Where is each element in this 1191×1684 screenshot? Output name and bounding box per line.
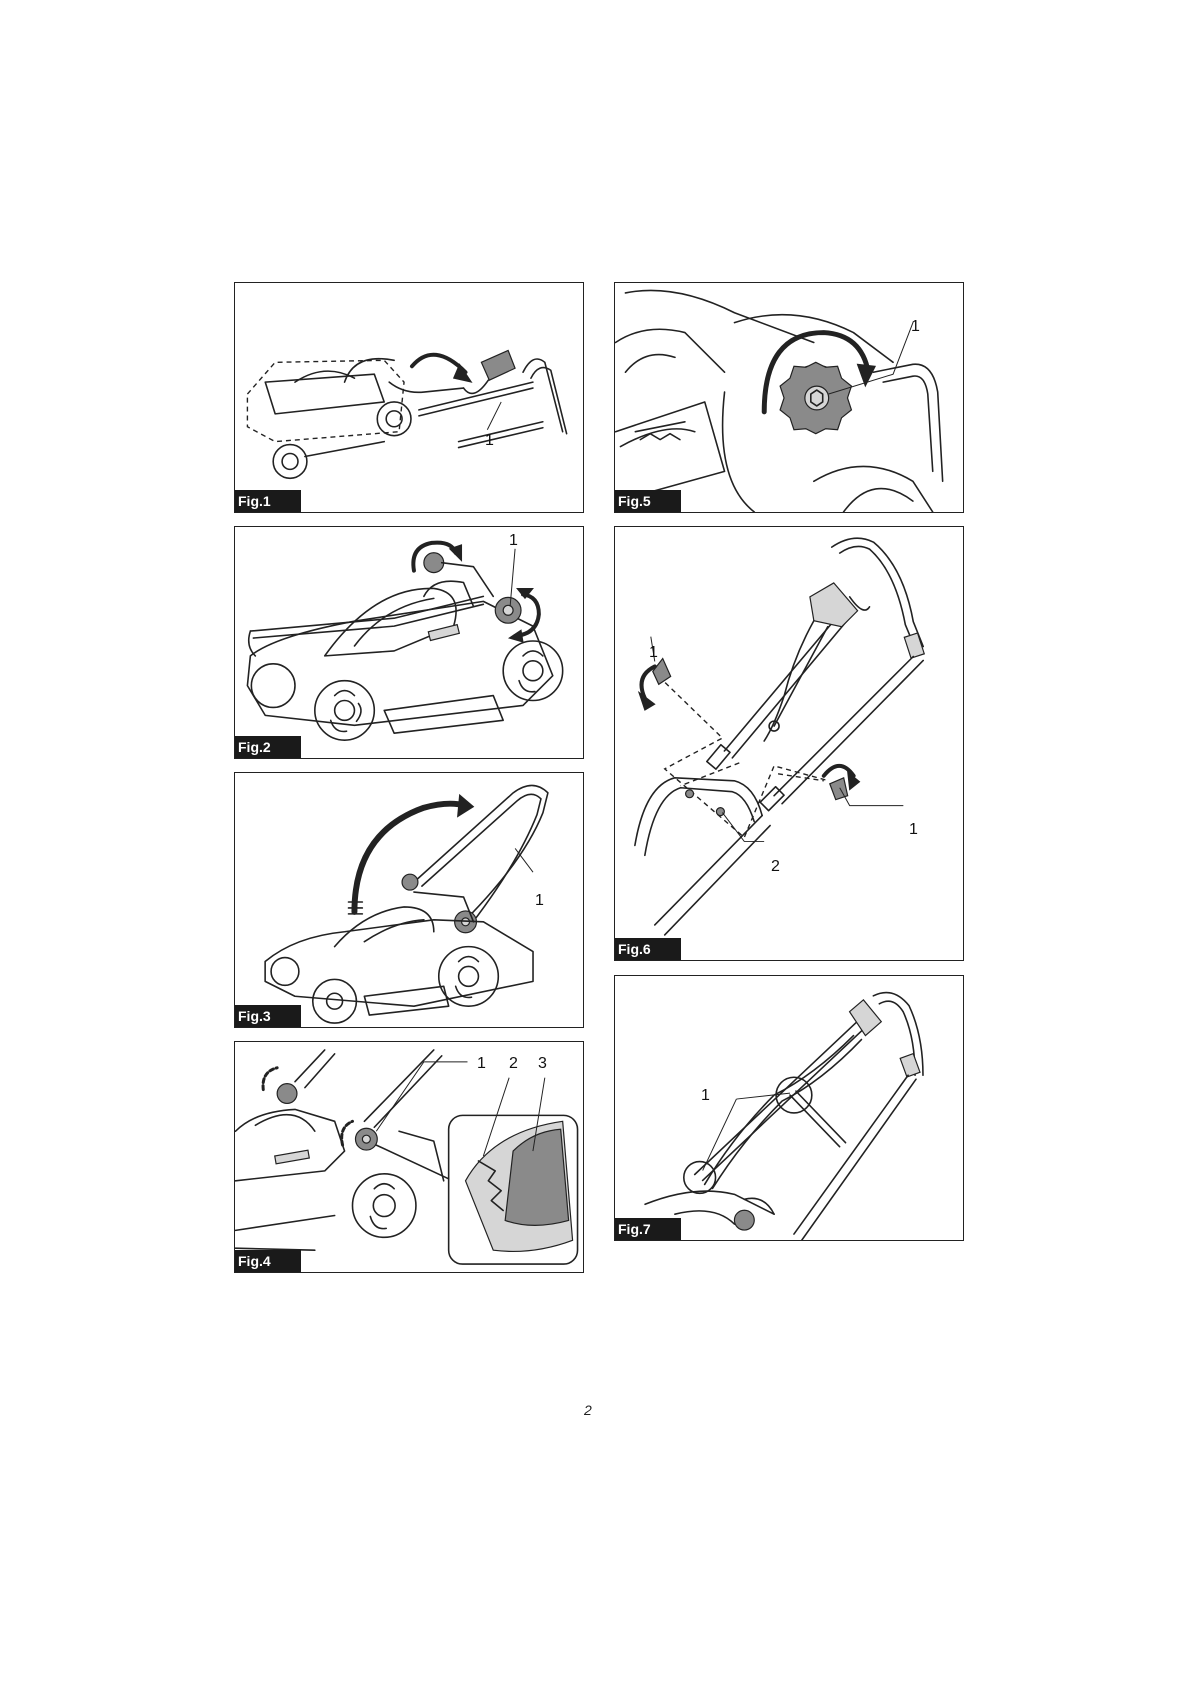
figure-1: 1 Fig.1 <box>234 282 584 513</box>
fig1-label: Fig.1 <box>235 490 301 512</box>
fig1-illustration <box>235 283 583 512</box>
fig6-callout-1-left: 1 <box>649 645 658 661</box>
figure-7: 1 Fig.7 <box>614 975 964 1241</box>
fig5-label: Fig.5 <box>615 490 681 512</box>
fig6-illustration <box>615 527 963 960</box>
figure-6: 1 1 2 Fig.6 <box>614 526 964 961</box>
fig7-callout-1: 1 <box>701 1088 710 1104</box>
figure-5: 1 Fig.5 <box>614 282 964 513</box>
fig4-callout-1: 1 <box>477 1056 486 1072</box>
fig4-label: Fig.4 <box>235 1250 301 1272</box>
fig4-callout-3: 3 <box>538 1056 547 1072</box>
fig1-callout-1: 1 <box>485 433 494 449</box>
fig6-label: Fig.6 <box>615 938 681 960</box>
fig7-illustration <box>615 976 963 1240</box>
figure-2: 1 Fig.2 <box>234 526 584 759</box>
figure-3: 1 Fig.3 <box>234 772 584 1028</box>
fig5-callout-1: 1 <box>911 319 920 335</box>
fig3-callout-1: 1 <box>535 893 544 909</box>
fig6-callout-1-right: 1 <box>909 822 918 838</box>
fig3-illustration <box>235 773 583 1027</box>
fig7-label: Fig.7 <box>615 1218 681 1240</box>
page-number: 2 <box>584 1402 592 1418</box>
fig4-illustration <box>235 1042 583 1272</box>
fig2-illustration <box>235 527 583 758</box>
fig2-callout-1: 1 <box>509 533 518 549</box>
fig6-callout-2: 2 <box>771 859 780 875</box>
fig2-label: Fig.2 <box>235 736 301 758</box>
fig4-callout-2: 2 <box>509 1056 518 1072</box>
figure-4: 1 2 3 Fig.4 <box>234 1041 584 1273</box>
fig3-label: Fig.3 <box>235 1005 301 1027</box>
